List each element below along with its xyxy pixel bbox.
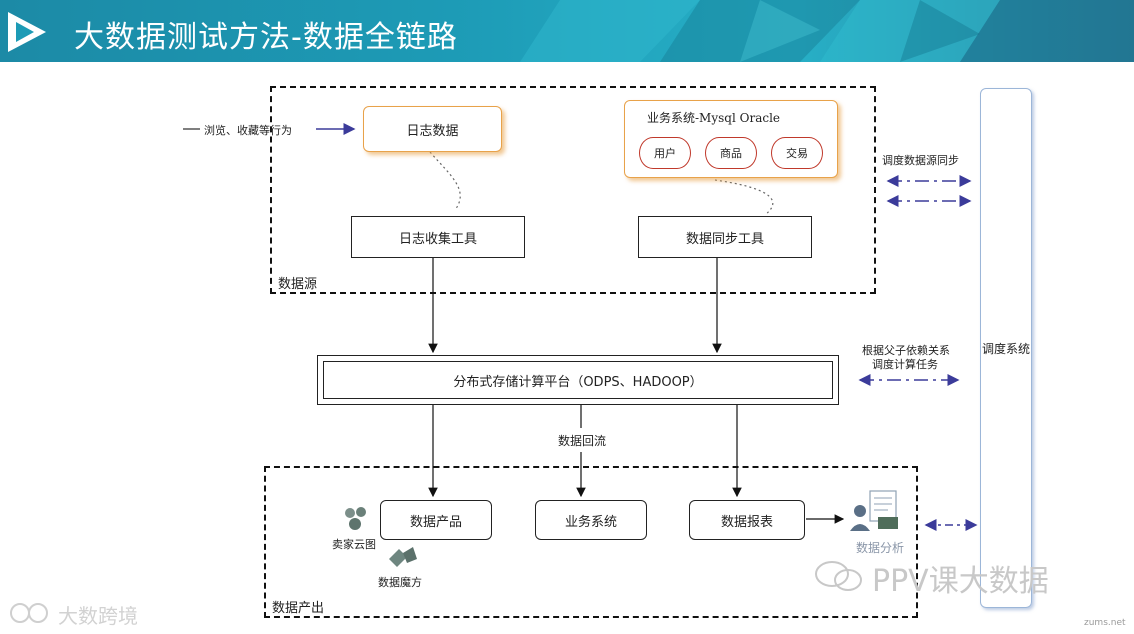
log-data-box: 日志数据 [363,106,502,152]
table-products: 商品 [705,137,757,169]
seller-cloud-icon [345,507,366,530]
data-product-box: 数据产品 [380,500,492,540]
backflow-label: 数据回流 [556,432,609,449]
data-analysis-label: 数据分析 [856,541,905,555]
play-logo-icon [8,12,46,52]
log-data-label: 日志数据 [406,123,459,139]
data-report-box: 数据报表 [689,500,805,540]
watermark-bottom-left: 大数跨境 [58,604,138,628]
platform-label: 分布式存储计算平台（ODPS、HADOOP） [453,374,703,390]
platform-box: 分布式存储计算平台（ODPS、HADOOP） [317,355,839,405]
dep-note-line1: 根据父子依赖关系 [862,344,950,357]
scheduler-box: 调度系统 [980,88,1032,608]
data-cube-icon [389,547,417,567]
table-users: 用户 [639,137,691,169]
data-source-region [270,86,876,294]
biz-db-box: 业务系统-Mysql Oracle 用户 商品 交易 [624,100,838,178]
log-collector-box: 日志收集工具 [351,216,525,258]
data-output-label: 数据产出 [272,601,325,616]
biz-system-box: 业务系统 [535,500,647,540]
dep-note-line2: 调度计算任务 [872,358,938,371]
watermark-logo-icon [10,603,48,623]
data-source-label: 数据源 [278,277,318,292]
slide-title: 大数据测试方法-数据全链路 [74,20,458,55]
biz-db-label: 业务系统-Mysql Oracle [647,111,781,125]
platform-inner: 分布式存储计算平台（ODPS、HADOOP） [323,361,833,399]
data-output-region [264,466,918,618]
table-trades: 交易 [771,137,823,169]
data-sync-box: 数据同步工具 [638,216,812,258]
watermark-corner: zums.net [1084,618,1126,628]
wechat-icon [815,561,862,591]
data-cube-label: 数据魔方 [378,576,422,589]
scheduler-label: 调度系统 [981,341,1030,356]
sync-note: 调度数据源同步 [882,154,959,167]
behavior-label: 浏览、收藏等行为 [204,124,292,137]
data-analysis-icon [850,490,898,531]
slide-header: 大数据测试方法-数据全链路 [0,0,1134,62]
header-pattern [520,0,1134,62]
watermark-bottom-right: PPV课大数据 [872,564,1049,599]
seller-cloud-label: 卖家云图 [332,538,376,551]
